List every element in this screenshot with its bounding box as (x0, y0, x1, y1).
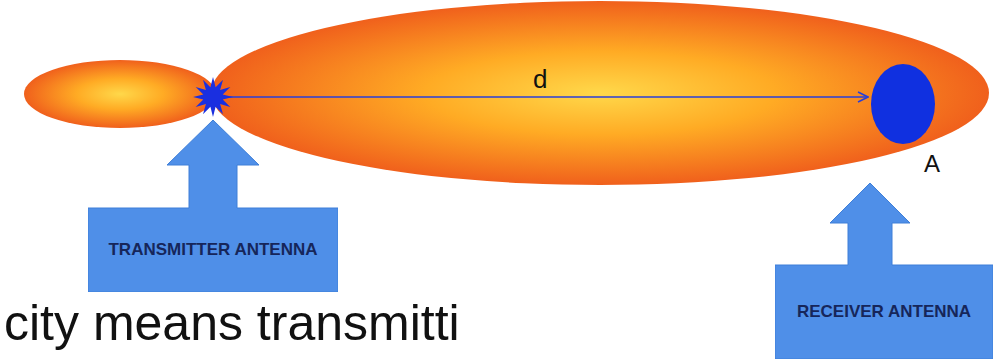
back-lobe (24, 60, 216, 128)
main-lobe (211, 1, 989, 185)
receiver-antenna-symbol (871, 64, 935, 144)
block-arrow-outline (775, 183, 993, 359)
distance-label: d (533, 64, 547, 95)
transmitter-callout: TRANSMITTER ANTENNA (88, 120, 338, 292)
transmitter-antenna-symbol (193, 77, 233, 117)
receiver-callout: RECEIVER ANTENNA (775, 183, 993, 359)
area-label: A (924, 150, 940, 178)
distance-arrow (222, 96, 868, 98)
block-arrow-shape (775, 183, 993, 359)
callout-label: RECEIVER ANTENNA (787, 302, 981, 322)
block-arrow-shape (88, 120, 338, 292)
callout-label: TRANSMITTER ANTENNA (100, 240, 326, 260)
slide-body-text: city means transmitti (4, 294, 460, 352)
block-arrow-outline (88, 120, 338, 292)
